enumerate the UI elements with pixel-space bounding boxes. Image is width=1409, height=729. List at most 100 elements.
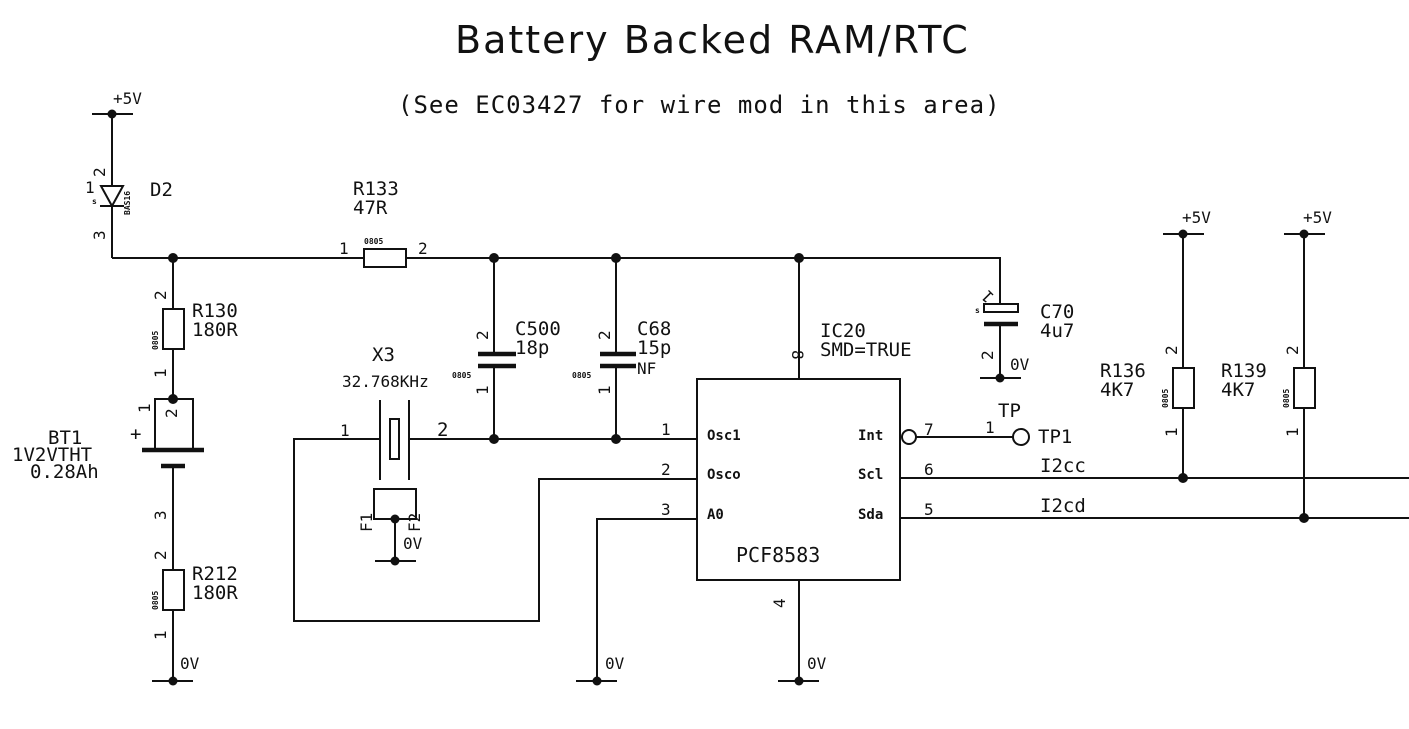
diode-d2[interactable]: 2 1 s BAS16 3 D2: [85, 114, 173, 258]
x3-frame-f1: F1: [357, 513, 376, 532]
resistor-r139[interactable]: 2 1 0805 R139 4K7: [1221, 234, 1316, 523]
vcc-symbol-r139: +5V: [1284, 208, 1332, 239]
c500-pin-2: 2: [473, 330, 492, 340]
x3-pin-2: 2: [437, 419, 448, 441]
tp1-type: TP: [998, 400, 1021, 422]
r212-ref: R212: [192, 563, 238, 585]
d2-part: BAS16: [123, 191, 132, 215]
r130-ref: R130: [192, 300, 238, 322]
vcc-symbol-d2: +5V: [92, 89, 142, 119]
d2-ref: D2: [150, 179, 173, 201]
ic20-part: PCF8583: [736, 543, 820, 567]
net-label-sda: I2cd: [1040, 495, 1086, 517]
schematic-title: Battery Backed RAM/RTC: [455, 18, 970, 62]
c70-ref: C70: [1040, 301, 1074, 323]
gnd-symbol-r212: 0V: [152, 654, 200, 686]
x3-ref: X3: [372, 344, 395, 366]
ic20-pin-scl-label: Scl: [858, 467, 883, 483]
resistor-r212[interactable]: 2 1 0805 R212 180R: [151, 550, 238, 680]
ic20-ref: IC20: [820, 320, 866, 342]
r133-value: 47R: [353, 197, 388, 219]
ic20-pin-sda-label: Sda: [858, 507, 883, 523]
a0-ground-wire: [596, 518, 697, 681]
r133-pin-2: 2: [418, 239, 428, 258]
vcc-label: +5V: [113, 89, 142, 108]
ic20-pin-7: 7: [924, 420, 934, 439]
gnd-symbol-a0: 0V: [576, 654, 625, 686]
r139-pin-2: 2: [1283, 345, 1302, 355]
r139-ref: R139: [1221, 360, 1267, 382]
r212-pkg: 0805: [151, 591, 160, 610]
bt1-ref: BT1: [48, 427, 82, 449]
ic20-pin-3: 3: [661, 500, 671, 519]
r133-pkg: 0805: [364, 237, 383, 246]
ic20-pin-2: 2: [661, 460, 671, 479]
c68-note: NF: [637, 359, 656, 378]
capacitor-c68[interactable]: 2 1 0805 C68 15p NF: [572, 258, 671, 444]
r139-pkg: 0805: [1282, 389, 1291, 408]
ic20-pin-int-label: Int: [858, 428, 883, 444]
ic20-pin-1: 1: [661, 420, 671, 439]
crystal-x3[interactable]: 1 2 F1 F2 X3 32.768KHz: [293, 344, 697, 622]
bt1-pin-1: 1: [135, 403, 154, 413]
r130-pkg: 0805: [151, 331, 160, 350]
bt1-plus: +: [130, 423, 141, 445]
x3-frame-f2: F2: [405, 513, 424, 532]
gnd-symbol-c70: 0V: [980, 355, 1030, 383]
r212-pin-1: 1: [151, 630, 170, 640]
battery-bt1[interactable]: 1 2 + 3 BT1 1V2VTHT 0.28Ah: [12, 394, 204, 570]
ic20-attr: SMD=TRUE: [820, 339, 912, 361]
bt1-value: 1V2VTHT: [12, 444, 92, 466]
c68-pin-1: 1: [595, 385, 614, 395]
r130-value: 180R: [192, 319, 238, 341]
ic20-pin-5: 5: [924, 500, 934, 519]
bt1-pin-3: 3: [151, 510, 170, 520]
gnd-symbol-x3: 0V: [375, 534, 423, 566]
schematic-subtitle: (See EC03427 for wire mod in this area): [398, 91, 1001, 119]
x3-pin-1: 1: [340, 421, 350, 440]
bt1-capacity: 0.28Ah: [30, 461, 99, 483]
r136-pin-2: 2: [1162, 345, 1181, 355]
c70-pin-2: 2: [978, 350, 997, 360]
d2-pin-3: 3: [90, 230, 109, 240]
r133-ref: R133: [353, 178, 399, 200]
r139-pin-1: 1: [1283, 427, 1302, 437]
r130-pin-1: 1: [151, 368, 170, 378]
r133-pin-1: 1: [339, 239, 349, 258]
tp1-ref: TP1: [1038, 426, 1072, 448]
d2-pin-1: 1: [85, 178, 95, 197]
c70-pkg: s: [975, 306, 980, 315]
resistor-r130[interactable]: 2 1 0805 R130 180R: [151, 258, 238, 399]
r136-pin-1: 1: [1162, 427, 1181, 437]
c500-pin-1: 1: [473, 385, 492, 395]
capacitor-c500[interactable]: 2 1 0805 C500 18p: [452, 258, 561, 444]
tp1-pin-1: 1: [985, 418, 995, 437]
ic20-pin-osco-label: Osco: [707, 467, 741, 483]
c68-value: 15p: [637, 337, 671, 359]
r212-value: 180R: [192, 582, 238, 604]
c68-ref: C68: [637, 318, 671, 340]
vcc-label: +5V: [1182, 208, 1211, 227]
r139-value: 4K7: [1221, 379, 1255, 401]
ic20-pin-osc1-label: Osc1: [707, 428, 741, 444]
gnd-label: 0V: [180, 654, 200, 673]
vcc-symbol-r136: +5V: [1163, 208, 1211, 239]
r130-pin-2: 2: [151, 290, 170, 300]
resistor-r133[interactable]: 0805 1 2 R133 47R: [339, 178, 428, 268]
gnd-label: 0V: [807, 654, 827, 673]
x3-value: 32.768KHz: [342, 372, 429, 391]
r136-pkg: 0805: [1161, 389, 1170, 408]
gnd-label: 0V: [1010, 355, 1030, 374]
vcc-label: +5V: [1303, 208, 1332, 227]
ic20-pcf8583[interactable]: 8 4 IC20 SMD=TRUE PCF8583 Osc1 Osco A0 1…: [661, 258, 934, 681]
resistor-r136[interactable]: 2 1 0805 R136 4K7: [1100, 234, 1195, 483]
test-point-tp1[interactable]: 1 TP TP1: [901, 400, 1072, 448]
r136-value: 4K7: [1100, 379, 1134, 401]
gnd-label: 0V: [605, 654, 625, 673]
r136-ref: R136: [1100, 360, 1146, 382]
r212-pin-2: 2: [151, 550, 170, 560]
ic20-pin-8: 8: [788, 350, 807, 360]
c500-value: 18p: [515, 337, 549, 359]
ic20-pin-4: 4: [770, 598, 789, 608]
